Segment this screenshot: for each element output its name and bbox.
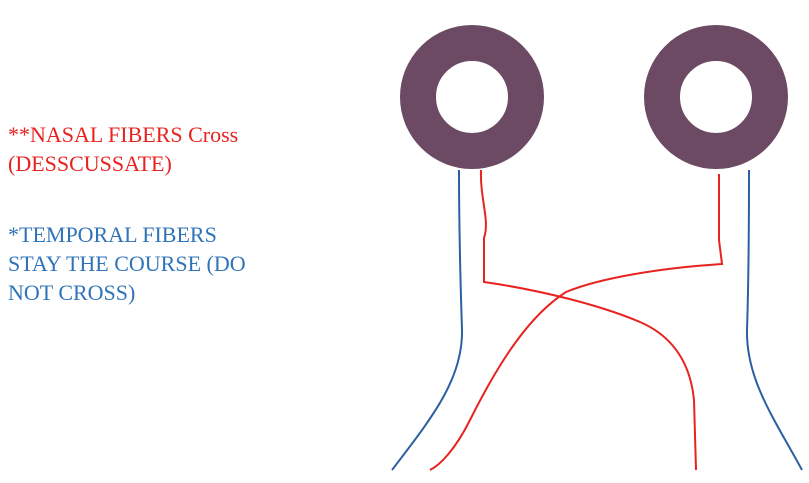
left-temporal-fiber: [391, 169, 464, 471]
nasal-note-line-1: **NASAL FIBERS Cross: [8, 122, 239, 147]
left-eye-ring: [400, 25, 544, 169]
right-temporal-fiber: [745, 169, 803, 471]
nasal-note-line-2: (DESSCUSSATE): [8, 151, 172, 176]
temporal-note-line-2: STAY THE COURSE (DO: [8, 251, 246, 276]
temporal-note-line-3: NOT CROSS): [8, 280, 136, 305]
right-nasal-fiber: [429, 174, 724, 471]
temporal-note-line-1: *TEMPORAL FIBERS: [8, 222, 217, 247]
right-eye-ring: [644, 25, 788, 169]
left-nasal-fiber: [479, 169, 697, 471]
nasal-fibers-note: **NASAL FIBERS Cross (DESSCUSSATE): [8, 120, 238, 178]
temporal-fibers-note: *TEMPORAL FIBERS STAY THE COURSE (DO NOT…: [8, 220, 246, 307]
